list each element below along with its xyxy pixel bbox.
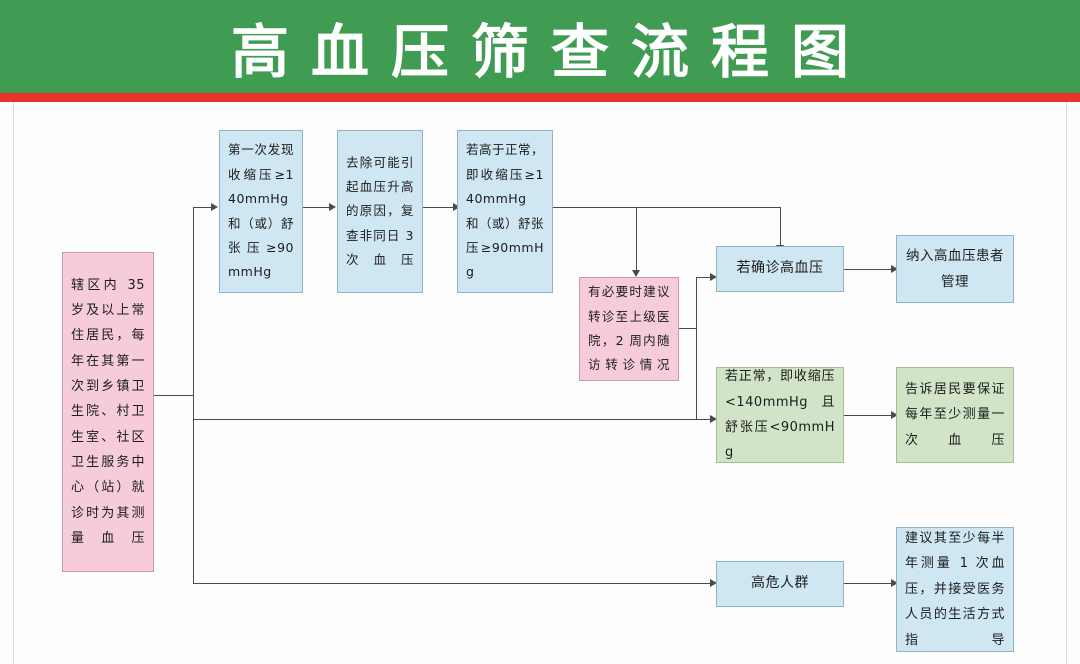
edge-trunk-to-normal (193, 419, 714, 420)
node-start-label: 辖区内 35 岁及以上常住居民，每年在其第一次到乡镇卫生院、村卫生室、社区卫生服… (71, 277, 145, 547)
node-high-risk-advice-label: 建议其至少每半年测量 1 次血压，并接受医务人员的生活方式指导 (905, 531, 1005, 648)
edge-trunk2 (696, 277, 697, 419)
node-normal-label: 若正常，即收缩压<140mmHg 且舒张压<90mmHg (725, 369, 835, 461)
banner-red-stripe (0, 93, 1080, 102)
node-above-normal-label: 若高于正常，即收缩压≥140mmHg 和（或）舒张压≥90mmHg (466, 142, 545, 280)
arrow-remove-causes-to-above-normal (453, 203, 460, 211)
edge-high-risk-to-advice (844, 583, 894, 584)
flowchart-canvas: 辖区内 35 岁及以上常住居民，每年在其第一次到乡镇卫生院、村卫生室、社区卫生服… (0, 102, 1080, 664)
node-patient-management-label: 纳入高血压患者管理 (906, 247, 1004, 290)
frame-right-line (1066, 102, 1067, 664)
edge-remove-causes-to-above-normal (423, 207, 456, 208)
node-annual-measure[interactable]: 告诉居民要保证每年至少测量一次血压 (896, 367, 1014, 463)
edge-above-normal-to-referral (636, 207, 637, 271)
node-high-risk[interactable]: 高危人群 (716, 561, 844, 607)
frame-left-line (13, 102, 14, 664)
node-start[interactable]: 辖区内 35 岁及以上常住居民，每年在其第一次到乡镇卫生院、村卫生室、社区卫生服… (62, 252, 154, 572)
edge-above-normal-bus (553, 207, 781, 208)
arrow-trunk-to-first-finding (211, 203, 218, 211)
node-high-risk-label: 高危人群 (751, 575, 809, 592)
node-referral-label: 有必要时建议转诊至上级医院，2 周内随访转诊情况 (588, 284, 670, 373)
edge-trunk2-to-confirmed (696, 277, 714, 278)
arrow-first-finding-to-remove-causes (329, 203, 336, 211)
arrow-high-risk-to-advice (891, 579, 898, 587)
node-confirmed-label: 若确诊高血压 (736, 260, 824, 277)
edge-confirmed-to-patient-management (844, 269, 894, 270)
node-referral[interactable]: 有必要时建议转诊至上级医院，2 周内随访转诊情况 (579, 277, 679, 381)
page-title: 高血压筛查流程图 (230, 17, 871, 86)
edge-trunk-to-high-risk (193, 583, 714, 584)
node-normal[interactable]: 若正常，即收缩压<140mmHg 且舒张压<90mmHg (716, 367, 844, 463)
arrow-normal-to-annual-measure (891, 411, 898, 419)
node-first-finding[interactable]: 第一次发现收缩压≥140mmHg 和（或）舒张压≥90mmHg (219, 130, 303, 293)
node-above-normal[interactable]: 若高于正常，即收缩压≥140mmHg 和（或）舒张压≥90mmHg (457, 130, 553, 293)
arrow-confirmed-to-patient-management (891, 265, 898, 273)
edge-start-to-trunk (153, 395, 194, 396)
node-annual-measure-label: 告诉居民要保证每年至少测量一次血压 (905, 381, 1005, 448)
edge-referral-to-trunk2 (679, 328, 697, 329)
edge-trunk-to-first-finding (193, 207, 213, 208)
edge-first-finding-to-remove-causes (302, 207, 332, 208)
node-remove-causes[interactable]: 去除可能引起血压升高的原因，复查非同日 3 次血压 (337, 130, 423, 293)
edge-trunk2-to-normal (696, 419, 714, 420)
node-remove-causes-label: 去除可能引起血压升高的原因，复查非同日 3 次血压 (346, 154, 414, 268)
edge-above-normal-to-confirmed (780, 207, 781, 246)
title-banner (0, 0, 1080, 93)
arrow-above-normal-to-referral (632, 270, 640, 277)
arrow-trunk2-to-confirmed (710, 273, 717, 281)
node-high-risk-advice[interactable]: 建议其至少每半年测量 1 次血压，并接受医务人员的生活方式指导 (896, 527, 1014, 652)
node-first-finding-label: 第一次发现收缩压≥140mmHg 和（或）舒张压≥90mmHg (228, 142, 294, 280)
edge-main-trunk (193, 207, 194, 583)
node-confirmed[interactable]: 若确诊高血压 (716, 246, 844, 292)
node-patient-management[interactable]: 纳入高血压患者管理 (896, 235, 1014, 303)
edge-normal-to-annual-measure (844, 415, 894, 416)
arrow-trunk-to-high-risk (710, 579, 717, 587)
